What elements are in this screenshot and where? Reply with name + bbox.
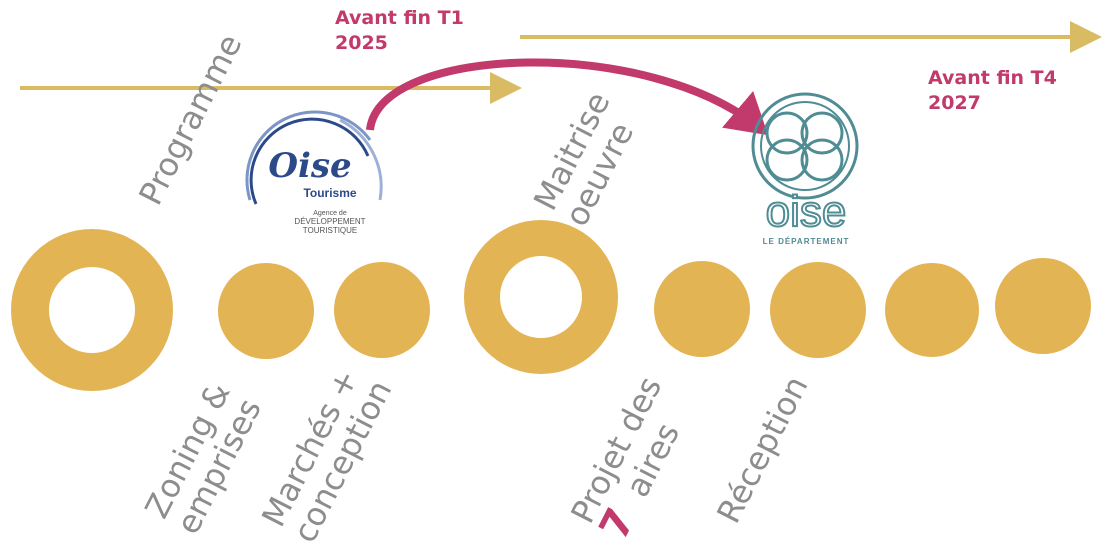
handover-curved-arrow [366,58,769,136]
zoning-dot [218,263,314,359]
deadline-first: Avant fin T1 2025 [335,7,464,54]
svg-text:Tourisme: Tourisme [303,186,356,200]
timeline-dot [995,258,1091,354]
timeline-dot [885,263,979,357]
svg-text:Agence de: Agence de [313,210,347,217]
programme-ring [11,229,173,391]
reception-dot [770,262,866,358]
svg-text:Oise: Oise [268,146,351,186]
projet-dot [654,261,750,357]
maitrise-ring [464,220,618,374]
oise-tourisme-logo: Oise Tourisme Agence de DÉVELOPPEMENT TO… [245,110,383,235]
svg-text:oise: oise [766,187,847,236]
marches-dot [334,262,430,358]
svg-text:LE DÉPARTEMENT: LE DÉPARTEMENT [763,237,850,246]
deadline-second: Avant fin T4 2027 [928,67,1057,114]
oise-departement-logo: oise LE DÉPARTEMENT [751,92,859,246]
svg-text:TOURISTIQUE: TOURISTIQUE [303,226,358,235]
svg-text:DÉVELOPPEMENT: DÉVELOPPEMENT [294,217,365,226]
